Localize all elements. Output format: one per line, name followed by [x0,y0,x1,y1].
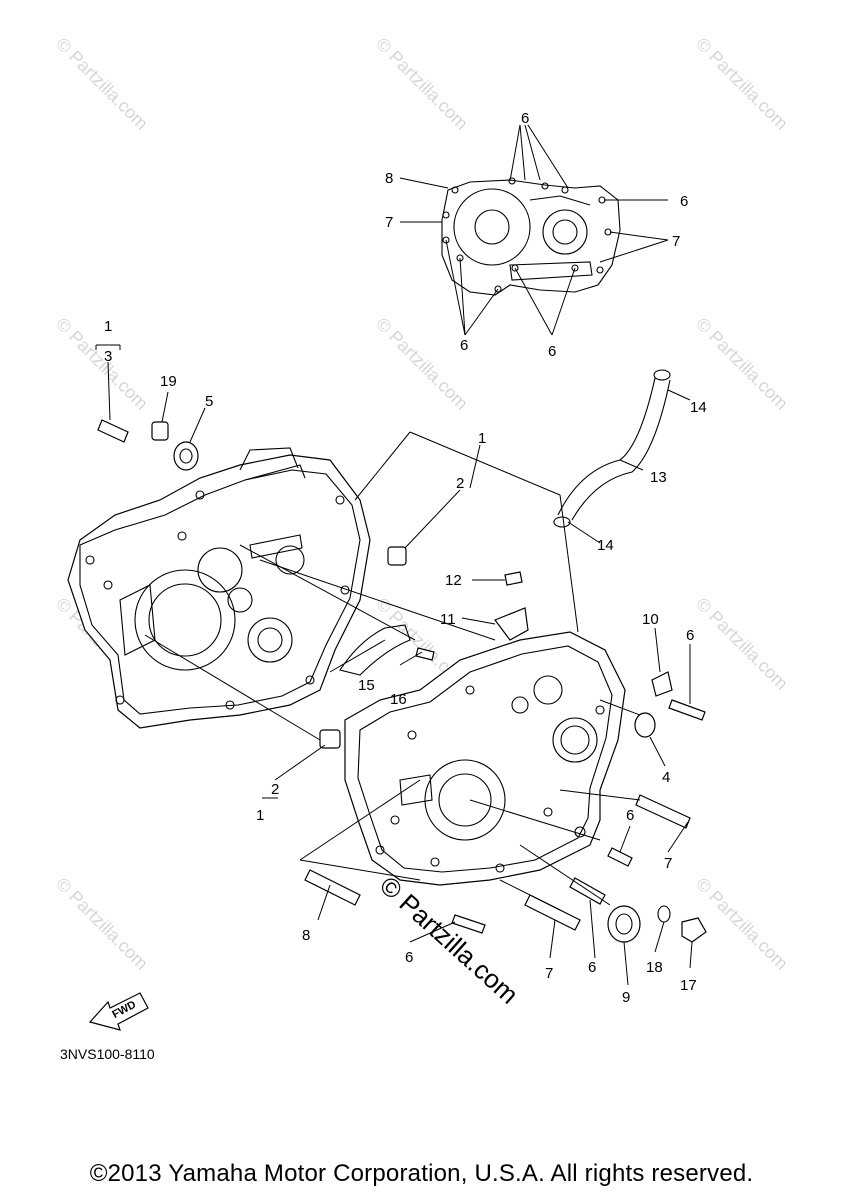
callout-1: 1 [104,318,112,335]
watermark: © Partzilla.com [52,34,152,134]
callout-6: 6 [680,193,688,210]
callout-16: 16 [390,691,407,708]
callout-10: 10 [642,611,659,628]
callout-17: 17 [680,977,697,994]
callout-5: 5 [205,393,213,410]
bolt-12 [504,571,523,586]
callout-4: 4 [662,769,670,786]
watermark: © Partzilla.com [692,34,792,134]
diagram-code: 3NVS100-8110 [60,1046,155,1062]
dowel-pin-3 [97,419,129,443]
oil-seal-4 [634,712,656,738]
callout-7: 7 [672,233,680,250]
plate-15 [339,624,411,676]
clamp-11 [494,607,529,641]
bolt-7-low [524,894,581,931]
bolt-6-right [668,699,706,721]
callout-2: 2 [456,475,464,492]
bearing-9 [607,905,641,943]
bolt-6-mid [607,847,633,867]
watermark: © Partzilla.com [692,314,792,414]
watermark: © Partzilla.com [372,34,472,134]
watermark: © Partzilla.com [372,314,472,414]
callout-7: 7 [664,855,672,872]
callout-14: 14 [690,399,707,416]
copyright-notice: ©2013 Yamaha Motor Corporation, U.S.A. A… [89,1160,754,1187]
callout-7: 7 [385,214,393,231]
callout-6: 6 [405,949,413,966]
callout-18: 18 [646,959,663,976]
callout-15: 15 [358,677,375,694]
callout-11: 11 [440,611,456,628]
collar-2-upper [387,546,407,566]
callout-6: 6 [626,807,634,824]
callout-8: 8 [385,170,393,187]
callout-6: 6 [460,337,468,354]
callout-6: 6 [588,959,596,976]
drain-bolt-17 [681,917,707,943]
callout-14: 14 [597,537,614,554]
watermark: © Partzilla.com [52,314,152,414]
bolt-6-left [451,914,486,934]
plug-19 [151,421,169,441]
oil-seal-5 [173,441,199,471]
callout-6: 6 [686,627,694,644]
bolt-16 [415,647,435,661]
callout-2: 2 [271,781,279,798]
callout-12: 12 [445,572,462,589]
callout-6: 6 [521,110,529,127]
watermark: © Partzilla.com [692,594,792,694]
leader-lines [95,124,693,986]
right-crankcase-drawing [344,631,626,886]
clip-14-lower [553,516,571,528]
callout-13: 13 [650,469,667,486]
small-parts [97,369,707,943]
washer-18 [657,905,671,923]
center-watermark: © Partzilla.com [374,870,524,1010]
clip-14-upper [653,369,671,381]
watermark: © Partzilla.com [52,874,152,974]
callout-9: 9 [622,989,630,1006]
crankcase-overview-drawing [441,177,621,296]
callout-labels: 6 8 6 7 7 6 6 1 3 19 5 14 1 13 2 14 12 1… [104,110,707,1006]
fwd-arrow: FWD [88,992,149,1031]
collar-2-lower [319,729,341,749]
callout-7: 7 [545,965,553,982]
callout-8: 8 [302,927,310,944]
guide-10 [651,671,673,697]
callout-6: 6 [548,343,556,360]
hose-13 [557,377,656,516]
callout-19: 19 [160,373,177,390]
callout-1: 1 [256,807,264,824]
bolt-7-right [635,794,691,829]
callout-1: 1 [478,430,486,447]
watermark: © Partzilla.com [692,874,792,974]
callout-3: 3 [104,348,112,365]
left-crankcase-drawing [67,447,371,729]
bolt-8 [304,869,361,906]
